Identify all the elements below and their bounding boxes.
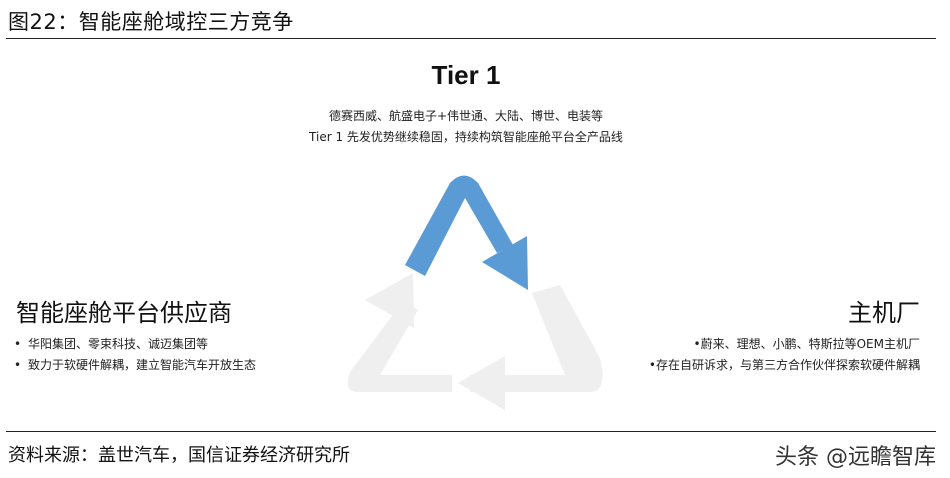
bullet-item: •华阳集团、零束科技、诚迈集团等 [14,334,256,355]
source-note: 资料来源：盖世汽车，国信证券经济研究所 [8,445,350,466]
oem-bullets: •蔚来、理想、小鹏、特斯拉等OEM主机厂 •存在自研诉求，与第三方合作伙伴探索软… [642,334,920,376]
tier1-description: Tier 1 先发优势继续稳固，持续构筑智能座舱平台全产品线 [309,130,623,144]
watermark: 头条 @远瞻智库 [775,445,936,470]
bullet-dot: • [648,358,656,372]
bullet-dot: • [14,337,22,351]
muted-arrow-bottom [458,285,603,410]
platform-supplier-bullets: •华阳集团、零束科技、诚迈集团等 •致力于软硬件解耦，建立智能汽车开放生态 [14,334,256,376]
figure-title: 图22：智能座舱域控三方竞争 [8,10,294,34]
bullet-item: •蔚来、理想、小鹏、特斯拉等OEM主机厂 [642,334,920,355]
bullet-dot: • [14,358,22,372]
bullet-item: •致力于软硬件解耦，建立智能汽车开放生态 [14,355,256,376]
bullet-item: •存在自研诉求，与第三方合作伙伴探索软硬件解耦 [642,355,920,376]
bullet-dot: • [693,337,701,351]
oem-title: 主机厂 [848,299,920,327]
bottom-divider [6,431,936,432]
tier1-companies: 德赛西威、航盛电子+伟世通、大陆、博世、电装等 [328,109,604,123]
tier1-title: Tier 1 [431,60,501,90]
platform-supplier-title: 智能座舱平台供应商 [16,299,232,327]
highlight-arrow-tier1 [405,175,528,290]
muted-arrow-left [347,273,452,392]
top-divider [6,38,936,39]
